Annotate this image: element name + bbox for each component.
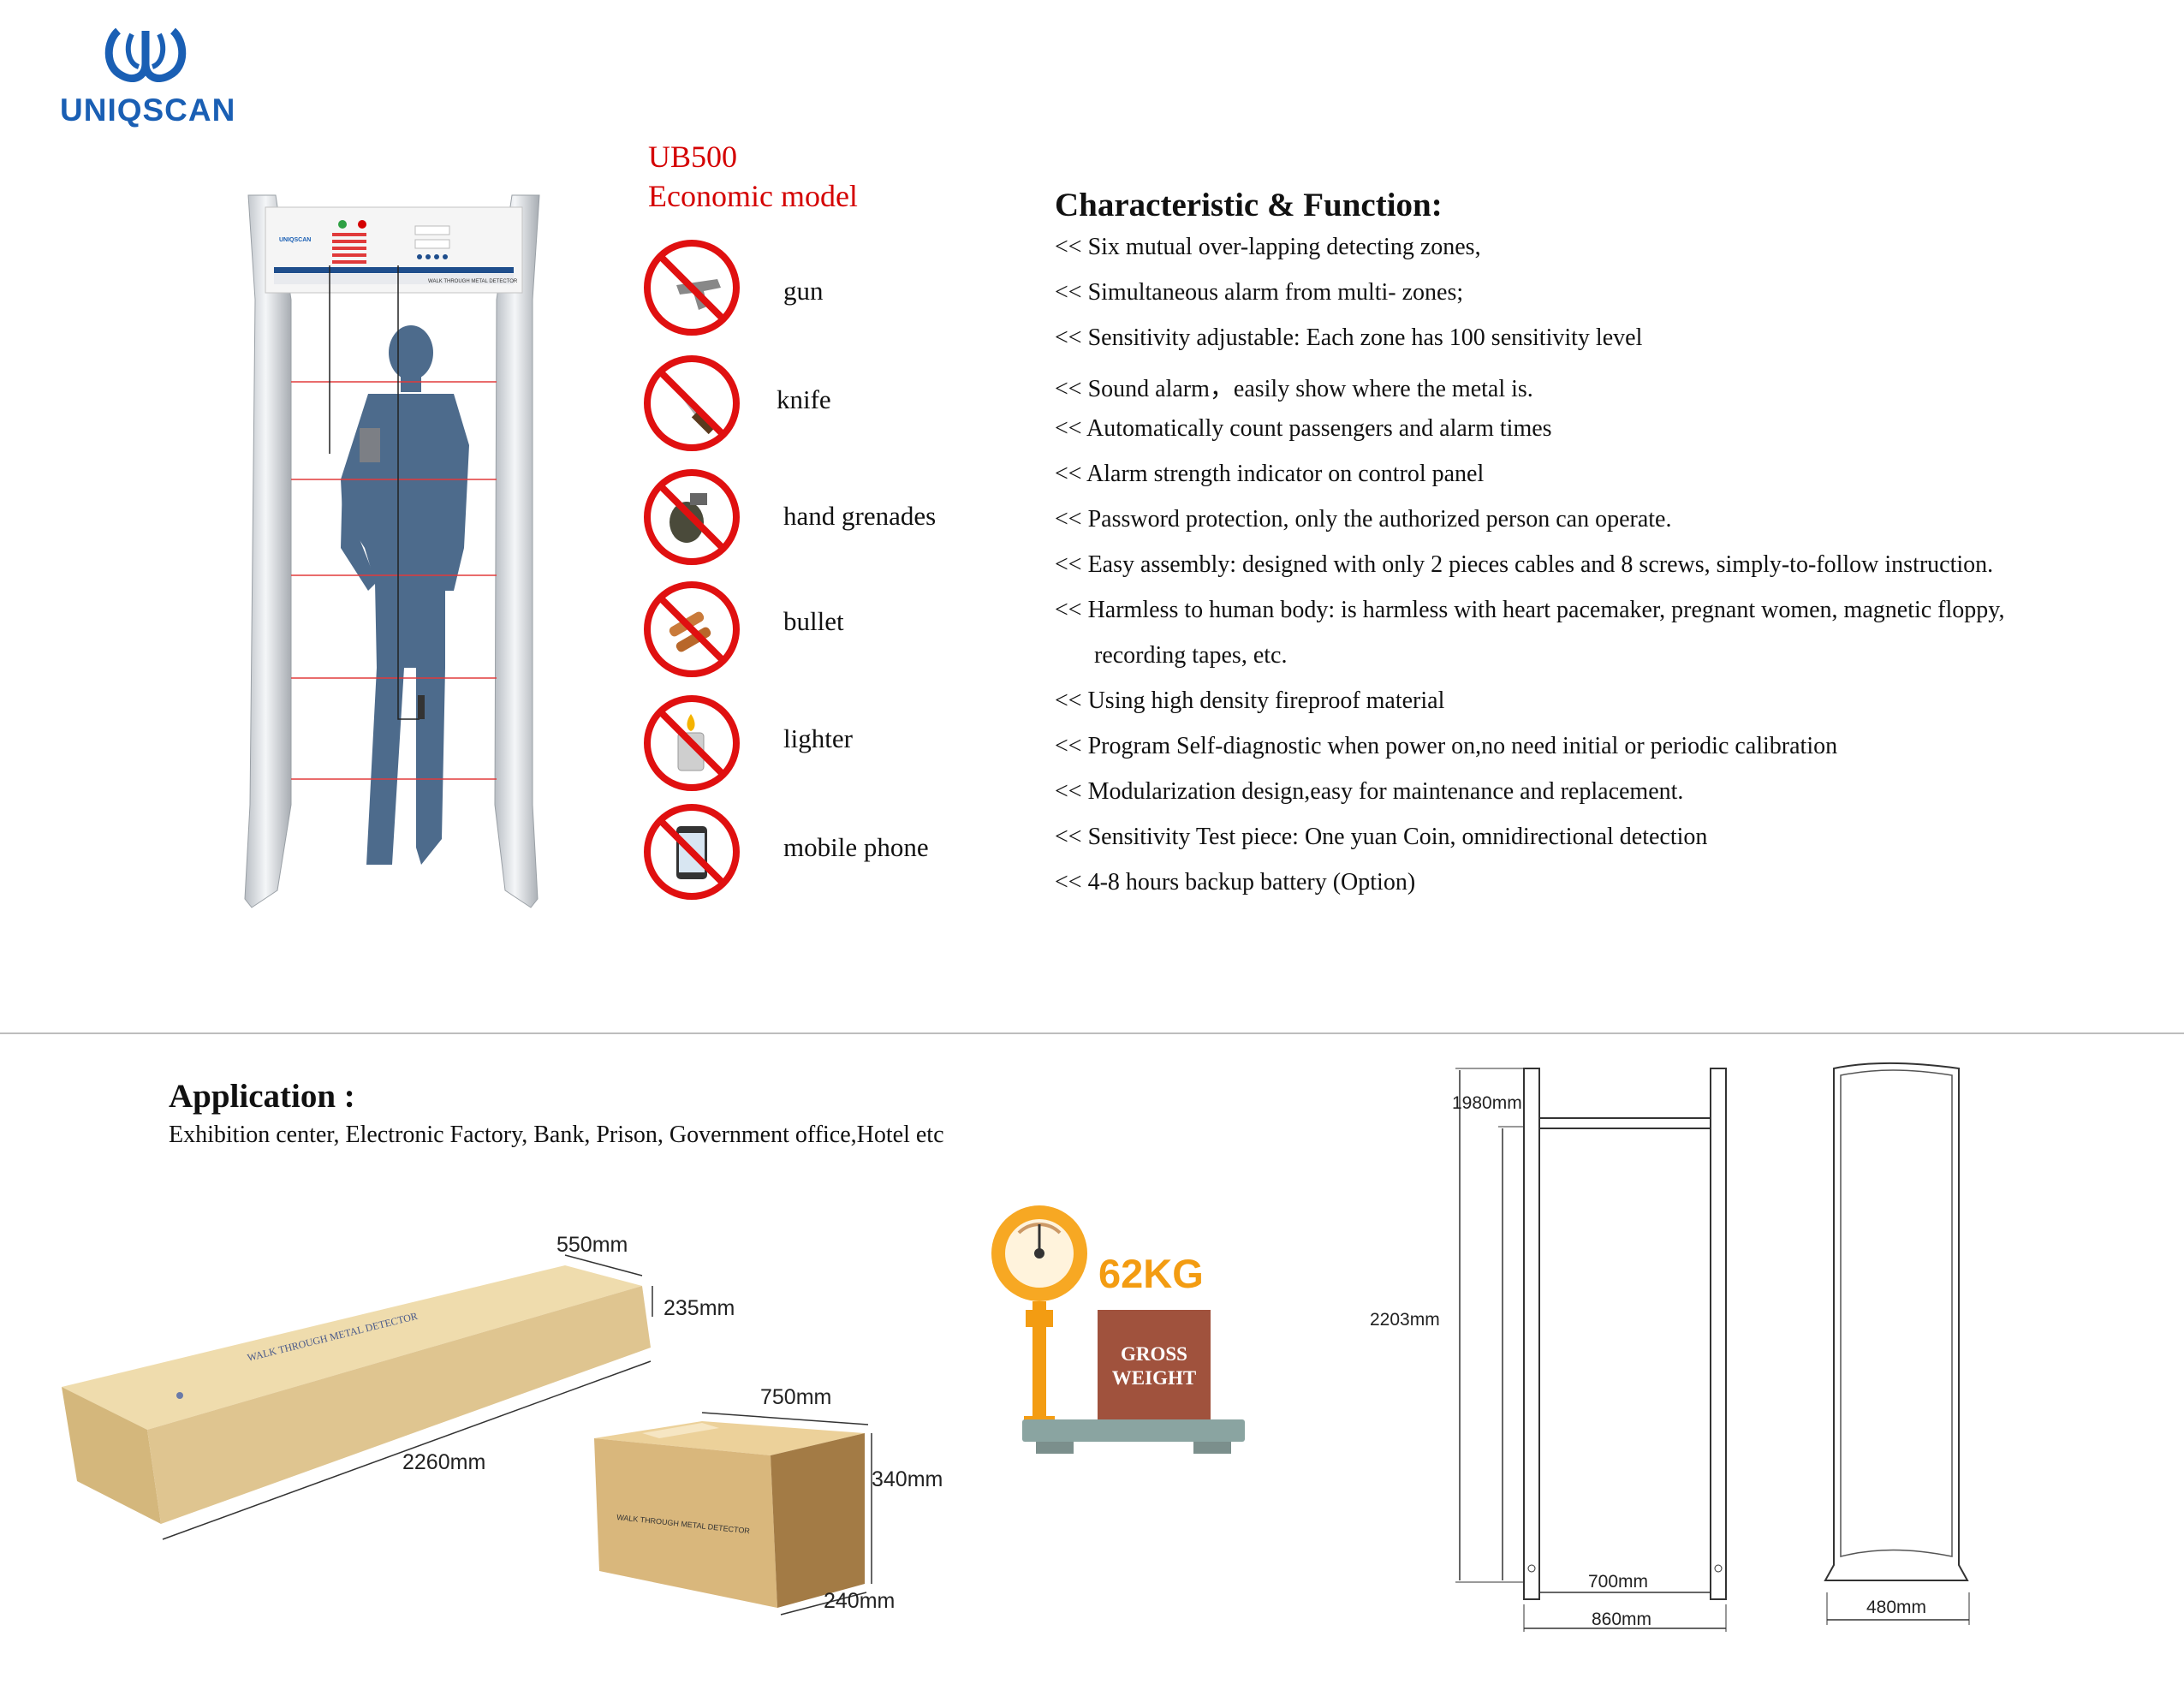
weight-scale-icon [991, 1205, 1245, 1454]
characteristics-title: Characteristic & Function: [1055, 187, 1443, 223]
small-box-height-label: 340mm [872, 1467, 943, 1491]
device-strip-text: WALK THROUGH METAL DETECTOR [428, 279, 518, 284]
feature-item-continued: recording tapes, etc. [1094, 642, 1288, 669]
long-box-height-label: 235mm [664, 1296, 735, 1320]
feature-item: << Password protection, only the authori… [1055, 506, 1672, 533]
outer-width-label: 860mm [1592, 1610, 1652, 1629]
section-divider [0, 1032, 2184, 1034]
item-label-bullet: bullet [783, 606, 844, 636]
small-packing-box-image: WALK THROUGH METAL DETECTOR [594, 1412, 872, 1616]
item-label-gun: gun [783, 276, 824, 306]
brand-logo-icon [104, 27, 187, 82]
gross-weight-label-line1: GROSS [1121, 1343, 1187, 1365]
long-box-length-label: 2260mm [402, 1450, 486, 1474]
inner-width-label: 700mm [1588, 1572, 1649, 1592]
small-box-depth-label: 240mm [824, 1589, 896, 1613]
inner-height-label: 1980mm [1452, 1093, 1522, 1113]
brand-name: UNIQSCAN [60, 92, 236, 128]
bullet-icon [644, 581, 740, 677]
gross-weight-value: 62KG [1098, 1251, 1204, 1296]
application-title: Application : [169, 1078, 355, 1115]
item-label-mobile-phone: mobile phone [783, 832, 929, 862]
long-packing-box-image: WALK THROUGH METAL DETECTOR [62, 1254, 653, 1540]
gross-weight-label-line2: WEIGHT [1111, 1367, 1197, 1389]
feature-item: << Automatically count passengers and al… [1055, 415, 1552, 442]
feature-item: << Sound alarm，easily show where the met… [1055, 376, 1533, 402]
knife-icon [644, 355, 740, 451]
feature-item: << Using high density fireproof material [1055, 687, 1445, 714]
feature-item: << Six mutual over-lapping detecting zon… [1055, 234, 1481, 260]
gun-icon [644, 240, 740, 336]
device-brand-text: UNIQSCAN [279, 237, 311, 243]
depth-label: 480mm [1866, 1598, 1927, 1617]
product-model: UB500 [648, 140, 738, 174]
product-subtitle: Economic model [648, 179, 858, 213]
feature-item: << 4-8 hours backup battery (Option) [1055, 869, 1416, 896]
item-label-hand-grenades: hand grenades [783, 501, 937, 531]
feature-item: << Harmless to human body: is harmless w… [1055, 597, 2005, 623]
item-label-lighter: lighter [783, 723, 853, 753]
gross-weight-label: GROSS WEIGHT [1098, 1342, 1211, 1390]
feature-item: << Sensitivity Test piece: One yuan Coin… [1055, 824, 1708, 850]
grenade-icon [644, 469, 740, 565]
feature-item: << Simultaneous alarm from multi- zones; [1055, 279, 1464, 306]
lighter-icon [644, 695, 740, 791]
feature-item: << Modularization design,easy for mainte… [1055, 778, 1684, 805]
feature-item: << Alarm strength indicator on control p… [1055, 461, 1485, 487]
side-view-dimension-drawing [1824, 1062, 1970, 1625]
feature-item: << Sensitivity adjustable: Each zone has… [1055, 324, 1643, 351]
long-box-width-label: 550mm [556, 1233, 628, 1257]
prohibited-items-list: gun knife hand grenades bullet lighter m… [642, 235, 985, 903]
metal-detector-gate-image: WALK THROUGH METAL DETECTOR UNIQSCAN [244, 194, 540, 908]
small-box-width-label: 750mm [760, 1385, 832, 1409]
feature-item: << Easy assembly: designed with only 2 p… [1055, 551, 1994, 578]
feature-item: << Program Self-diagnostic when power on… [1055, 733, 1838, 759]
front-view-dimension-drawing [1455, 1068, 1727, 1632]
mobile-phone-icon [644, 804, 740, 900]
total-height-label: 2203mm [1370, 1310, 1440, 1330]
item-label-knife: knife [777, 384, 831, 414]
application-text: Exhibition center, Electronic Factory, B… [169, 1122, 944, 1148]
